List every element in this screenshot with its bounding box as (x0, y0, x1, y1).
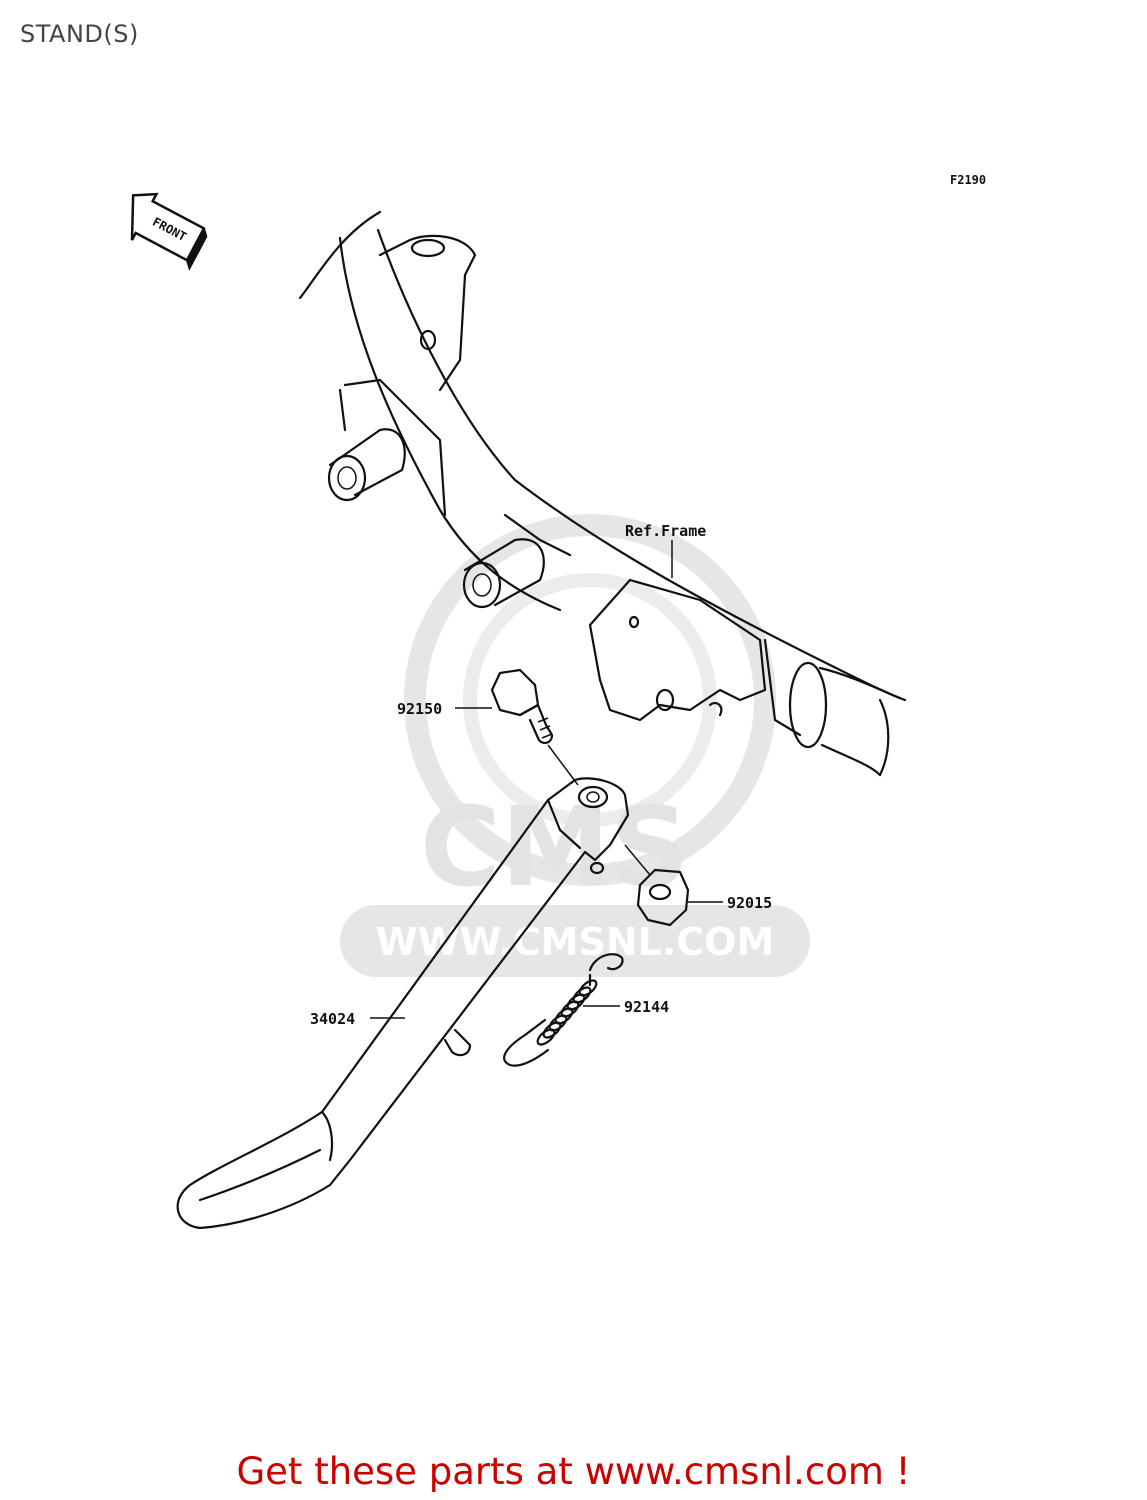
figure-id: F2190 (950, 173, 986, 187)
callout-92144: 92144 (624, 998, 669, 1016)
frame-drawing (298, 210, 907, 777)
callout-92015: 92015 (727, 894, 772, 912)
callout-92150: 92150 (397, 700, 442, 718)
spring-92144 (503, 953, 624, 1067)
watermark-logo: CMS (420, 783, 689, 911)
nut-92015 (624, 844, 690, 927)
watermark-url: WWW.CMSNL.COM (376, 920, 775, 964)
callout-34024: 34024 (310, 1010, 355, 1028)
side-stand-34024 (176, 777, 630, 1230)
page-title: STAND(S) (20, 20, 139, 48)
get-parts-link[interactable]: Get these parts at www.cmsnl.com ! (236, 1450, 911, 1493)
front-direction-arrow: FRONT (130, 192, 208, 271)
watermark: CMS WWW.CMSNL.COM (340, 514, 810, 977)
callout-ref-frame: Ref.Frame (625, 522, 706, 540)
bolt-92150 (490, 668, 579, 786)
